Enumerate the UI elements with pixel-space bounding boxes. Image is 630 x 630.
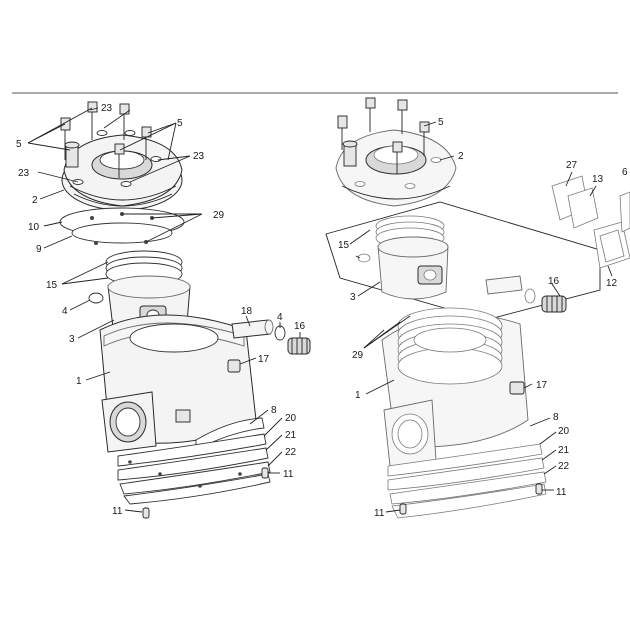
callout-label: 6 bbox=[622, 167, 628, 178]
callout-label: 12 bbox=[606, 278, 618, 289]
callout-label: 1 bbox=[76, 376, 82, 387]
right-reed-valve-parts bbox=[551, 175, 630, 269]
callout-label: 23 bbox=[193, 151, 205, 162]
callout-label: 20 bbox=[285, 413, 297, 424]
right-callout-labels: 5 2 15 3 16 29 1 17 8 20 21 22 11 11 27 … bbox=[338, 117, 628, 519]
callout-label: 5 bbox=[438, 117, 444, 128]
left-dowel-b bbox=[142, 507, 150, 519]
left-cylinder-head bbox=[61, 134, 183, 211]
callout-label: 2 bbox=[458, 151, 464, 162]
callout-label: 9 bbox=[36, 244, 42, 255]
callout-label: 15 bbox=[46, 280, 58, 291]
callout-label: 5 bbox=[16, 139, 22, 150]
callout-label: 11 bbox=[556, 487, 567, 498]
callout-label: 23 bbox=[101, 103, 113, 114]
callout-label: 11 bbox=[283, 469, 294, 480]
callout-label: 18 bbox=[241, 306, 253, 317]
callout-label: 3 bbox=[350, 292, 356, 303]
left-leader-lines bbox=[27, 107, 301, 513]
callout-label: 16 bbox=[548, 276, 560, 287]
right-head-bolts bbox=[337, 97, 430, 174]
callout-label: 21 bbox=[558, 445, 570, 456]
callout-label: 27 bbox=[566, 160, 578, 171]
callout-label: 1 bbox=[355, 390, 361, 401]
callout-label: 4 bbox=[277, 312, 283, 323]
callout-label: 23 bbox=[18, 168, 30, 179]
right-assembly: 5 2 15 3 16 29 1 17 8 20 21 22 11 11 27 … bbox=[325, 97, 630, 519]
right-cylinder-head bbox=[335, 129, 457, 207]
callout-label: 16 bbox=[294, 321, 306, 332]
callout-label: 8 bbox=[553, 412, 559, 423]
callout-label: 11 bbox=[112, 506, 123, 517]
callout-label: 3 bbox=[69, 334, 75, 345]
callout-label: 21 bbox=[285, 430, 297, 441]
callout-label: 2 bbox=[32, 195, 38, 206]
left-head-bolts bbox=[60, 101, 162, 187]
callout-label: 15 bbox=[338, 240, 350, 251]
right-dowel-b bbox=[399, 503, 407, 515]
left-wrist-pin-parts bbox=[231, 319, 311, 355]
right-piston-group bbox=[325, 201, 601, 321]
right-leader-lines bbox=[349, 121, 613, 513]
callout-label: 5 bbox=[177, 118, 183, 129]
callout-label: 22 bbox=[558, 461, 570, 472]
callout-label: 10 bbox=[28, 222, 40, 233]
left-fitting bbox=[227, 359, 241, 373]
callout-label: 17 bbox=[536, 380, 548, 391]
callout-label: 4 bbox=[62, 306, 68, 317]
left-piston-rings bbox=[105, 250, 183, 286]
callout-label: 17 bbox=[258, 354, 270, 365]
callout-label: 13 bbox=[592, 174, 604, 185]
right-dowel-a bbox=[535, 483, 543, 495]
callout-label: 8 bbox=[271, 405, 277, 416]
left-cylinder-barrel bbox=[99, 314, 271, 505]
right-cylinder-barrel bbox=[381, 307, 547, 519]
left-callout-labels: 23 5 5 23 23 2 10 29 9 15 4 3 18 4 16 17… bbox=[16, 103, 306, 517]
callout-label: 20 bbox=[558, 426, 570, 437]
callout-label: 22 bbox=[285, 447, 297, 458]
left-assembly: 23 5 5 23 23 2 10 29 9 15 4 3 18 4 16 17… bbox=[16, 101, 311, 519]
left-dowel-a bbox=[261, 467, 269, 479]
callout-label: 11 bbox=[374, 508, 385, 519]
callout-label: 29 bbox=[352, 350, 364, 361]
left-head-gaskets bbox=[59, 207, 185, 245]
left-circlip-a bbox=[88, 292, 104, 304]
callout-label: 29 bbox=[213, 210, 225, 221]
